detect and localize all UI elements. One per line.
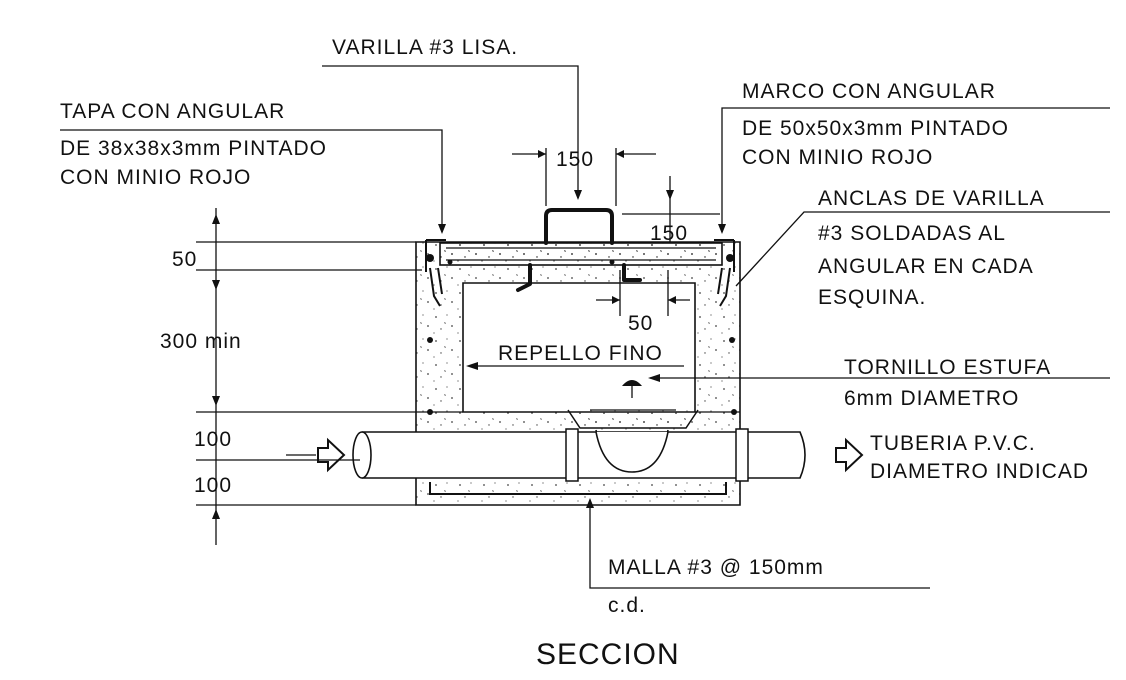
leader-lines	[60, 65, 1110, 589]
frame-angles	[425, 239, 735, 307]
dim-top-width: 150	[556, 148, 594, 171]
dim-anchor-gap: 50	[628, 312, 653, 335]
dim-depth: 300 min	[160, 330, 242, 353]
label-varilla: VARILLA #3 LISA.	[332, 36, 518, 59]
dim-lid-thickness: 50	[172, 248, 197, 271]
label-malla-2: c.d.	[608, 594, 646, 617]
label-repello: REPELLO FINO	[498, 342, 663, 365]
label-tapa-2: DE 38x38x3mm PINTADO	[60, 137, 327, 160]
label-anclas-3: ANGULAR EN CADA	[818, 255, 1034, 278]
label-marco-3: CON MINIO ROJO	[742, 146, 933, 169]
dim-pipe-bottom: 100	[194, 474, 232, 497]
label-tornillo-1: TORNILLO ESTUFA	[844, 356, 1051, 379]
lid	[439, 208, 723, 292]
drawing-title: SECCION	[536, 638, 680, 671]
label-marco-2: DE 50x50x3mm PINTADO	[742, 117, 1009, 140]
label-tuberia-1: TUBERIA P.V.C.	[870, 432, 1036, 455]
label-malla-1: MALLA #3 @ 150mm	[608, 556, 824, 579]
label-anclas-1: ANCLAS DE VARILLA	[818, 187, 1045, 210]
label-tuberia-2: DIAMETRO INDICAD	[870, 460, 1089, 483]
bottom-mesh	[429, 482, 727, 495]
label-anclas-4: ESQUINA.	[818, 286, 926, 309]
rebar-dots	[427, 259, 737, 415]
label-tapa-3: CON MINIO ROJO	[60, 166, 251, 189]
flow-arrow-icon	[835, 437, 864, 473]
label-tapa-1: TAPA CON ANGULAR	[60, 100, 285, 123]
dim-inner-offset: 150	[650, 222, 688, 245]
dimension-lines	[196, 148, 720, 545]
flow-arrow-icon	[317, 437, 346, 473]
dim-pipe-top: 100	[194, 428, 232, 451]
pipe	[317, 428, 864, 482]
label-marco-1: MARCO CON ANGULAR	[742, 80, 996, 103]
label-tornillo-2: 6mm DIAMETRO	[844, 387, 1019, 410]
label-anclas-2: #3 SOLDADAS AL	[818, 222, 1006, 245]
